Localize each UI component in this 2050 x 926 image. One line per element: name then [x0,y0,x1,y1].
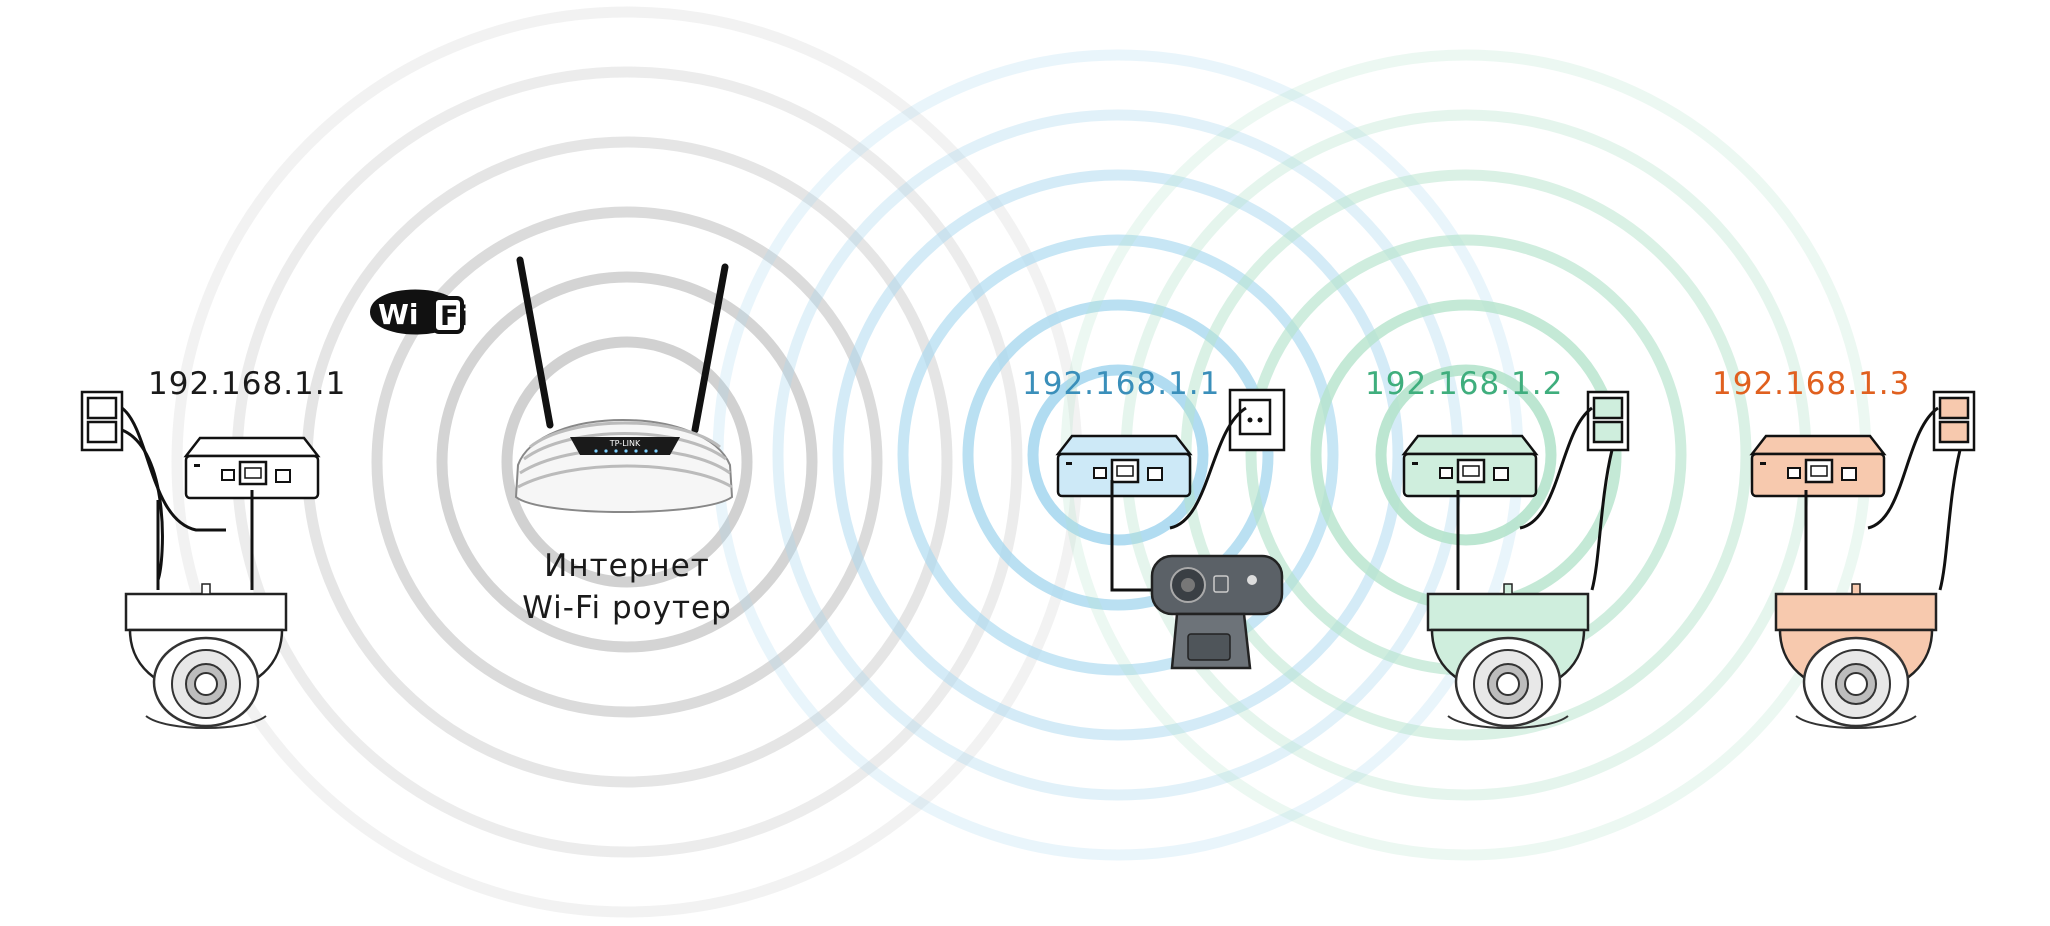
router-brand: TP-LINK [609,439,641,448]
wall-socket-icon [80,390,124,452]
signal-ring [436,271,818,653]
signal-ring [832,169,1404,741]
signal-ring [1027,364,1209,546]
wifi-adapter-icon [1056,434,1192,498]
device-1-ip: 192.168.1.1 [148,366,346,402]
wifi-router: TP-LINK [514,256,734,513]
router-label-line2: Wi-Fi роутер [522,590,732,626]
signal-ring [897,234,1339,676]
webcam-icon [1150,554,1284,670]
device-group-2: 192.168.1.1 [1022,366,1286,670]
wall-socket-icon [1228,388,1286,452]
dome-camera-icon [1426,582,1590,730]
svg-text:Wi: Wi [378,298,418,331]
device-4-ip: 192.168.1.3 [1712,366,1910,402]
signal-ring [962,299,1274,611]
dome-camera-icon [124,582,288,730]
wifi-adapter-icon [1750,434,1886,498]
signal-ring [371,206,883,718]
signal-ring [1375,364,1557,546]
device-group-3: 192.168.1.2 [1365,366,1630,730]
device-group-4: 192.168.1.3 [1712,366,1976,730]
svg-text:Fi: Fi [440,301,468,332]
signal-ring [501,336,753,588]
wifi-adapter-icon [1402,434,1538,498]
device-2-ip: 192.168.1.1 [1022,366,1220,402]
wall-socket-icon [1586,390,1630,452]
dome-camera-icon [1774,582,1938,730]
wall-socket-icon [1932,390,1976,452]
device-3-ip: 192.168.1.2 [1365,366,1563,402]
wifi-logo-icon: Wi Fi [370,289,468,335]
device-group-1: 192.168.1.1 [80,366,346,730]
router-label-line1: Интернет [544,548,710,584]
wifi-adapter-icon [184,436,320,500]
